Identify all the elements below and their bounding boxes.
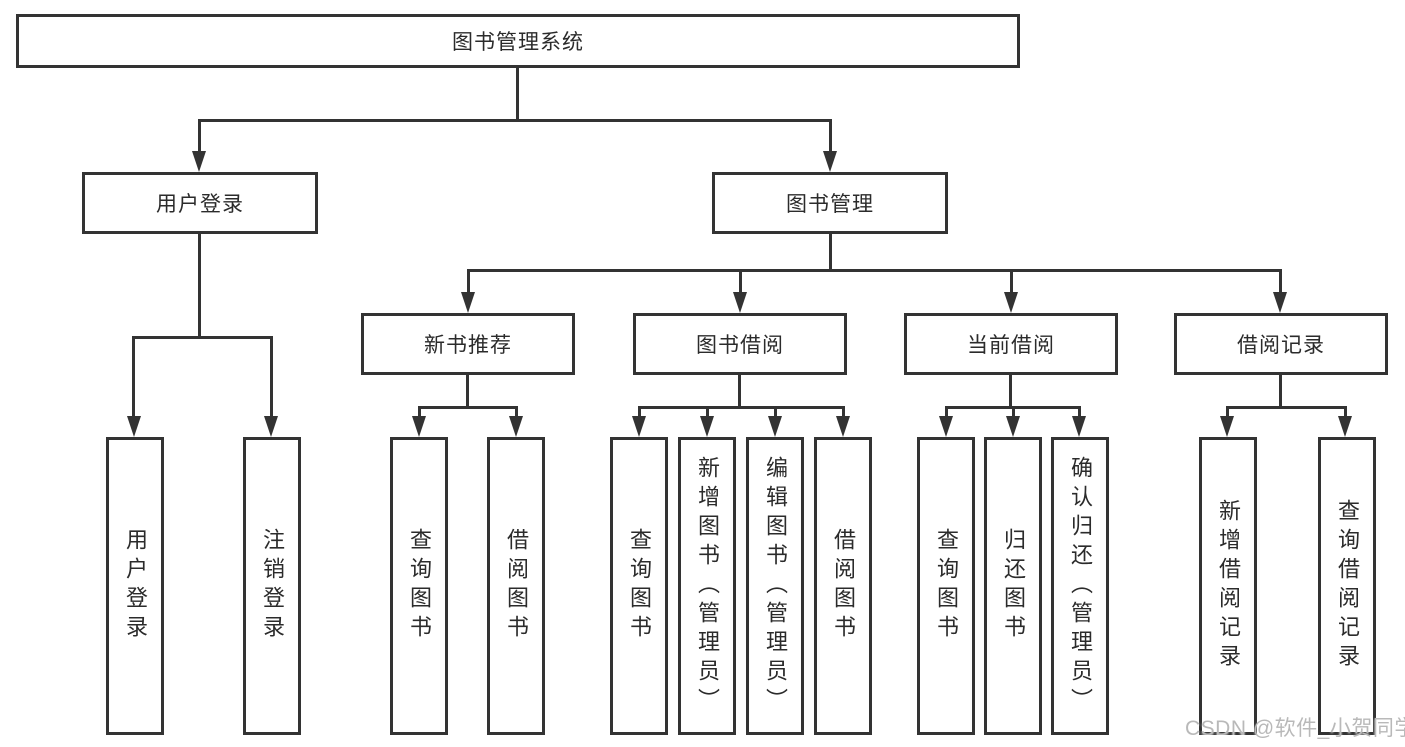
arrowhead-down-icon (1006, 416, 1020, 437)
node-library-management-system: 图书管理系统 (16, 14, 1020, 68)
connector-line (1010, 269, 1013, 295)
arrowhead-down-icon (1220, 416, 1234, 437)
node-label: 图书管理 (786, 193, 874, 216)
arrowhead-down-icon (412, 416, 426, 437)
connector-line (638, 406, 641, 421)
node-label: 借阅图书 (504, 528, 529, 644)
leaf-confirm-return-admin: 确认归还（管理员） (1051, 437, 1109, 735)
connector-line (1012, 406, 1015, 421)
connector-line (270, 336, 273, 420)
node-book-borrowing: 图书借阅 (633, 313, 847, 375)
connector-line (467, 269, 470, 295)
arrowhead-down-icon (700, 416, 714, 437)
leaf-user-login: 用户登录 (106, 437, 164, 735)
node-label: 借阅记录 (1237, 334, 1325, 357)
leaf-query-books-recommend: 查询图书 (390, 437, 448, 735)
node-label: 新增图书（管理员） (695, 455, 720, 717)
connector-line (1226, 406, 1229, 421)
connector-line (132, 336, 272, 339)
leaf-add-borrow-record: 新增借阅记录 (1199, 437, 1257, 735)
connector-line (738, 375, 741, 409)
node-user-login-group: 用户登录 (82, 172, 318, 234)
node-label: 用户登录 (123, 528, 148, 644)
arrowhead-down-icon (509, 416, 523, 437)
node-label: 借阅图书 (831, 528, 856, 644)
node-label: 查询图书 (407, 528, 432, 644)
arrowhead-down-icon (733, 292, 747, 313)
connector-line (638, 406, 845, 409)
node-label: 查询图书 (627, 528, 652, 644)
connector-line (774, 406, 777, 421)
arrowhead-down-icon (264, 416, 278, 437)
connector-line (467, 269, 1282, 272)
arrowhead-down-icon (1004, 292, 1018, 313)
node-label: 用户登录 (156, 193, 244, 216)
connector-line (1279, 375, 1282, 409)
leaf-query-books-current: 查询图书 (917, 437, 975, 735)
connector-line (706, 406, 709, 421)
leaf-return-books: 归还图书 (984, 437, 1042, 735)
connector-line (418, 406, 421, 421)
arrowhead-down-icon (632, 416, 646, 437)
leaf-query-books-borrowing: 查询图书 (610, 437, 668, 735)
arrowhead-down-icon (1338, 416, 1352, 437)
connector-line (829, 119, 832, 155)
node-label: 注销登录 (260, 528, 285, 644)
leaf-borrow-books-borrowing: 借阅图书 (814, 437, 872, 735)
node-label: 确认归还（管理员） (1068, 455, 1093, 717)
node-label: 新书推荐 (424, 334, 512, 357)
csdn-watermark: CSDN @软件_小贺同学 (1185, 717, 1405, 740)
connector-line (1078, 406, 1081, 421)
leaf-edit-book-admin: 编辑图书（管理员） (746, 437, 804, 735)
leaf-logout: 注销登录 (243, 437, 301, 735)
connector-line (418, 406, 518, 409)
connector-line (1226, 406, 1347, 409)
connector-line (515, 406, 518, 421)
arrowhead-down-icon (836, 416, 850, 437)
connector-line (1279, 269, 1282, 295)
connector-line (945, 406, 948, 421)
arrowhead-down-icon (823, 151, 837, 172)
node-label: 图书借阅 (696, 334, 784, 357)
arrowhead-down-icon (192, 151, 206, 172)
arrowhead-down-icon (1072, 416, 1086, 437)
node-book-management: 图书管理 (712, 172, 948, 234)
node-label: 归还图书 (1001, 528, 1026, 644)
connector-line (516, 68, 519, 121)
connector-line (739, 269, 742, 295)
connector-line (198, 119, 201, 155)
connector-line (198, 119, 832, 122)
node-label: 查询图书 (934, 528, 959, 644)
leaf-add-book-admin: 新增图书（管理员） (678, 437, 736, 735)
connector-line (1009, 375, 1012, 409)
node-label: 新增借阅记录 (1216, 499, 1241, 673)
arrowhead-down-icon (127, 416, 141, 437)
leaf-borrow-books-recommend: 借阅图书 (487, 437, 545, 735)
leaf-query-borrow-record: 查询借阅记录 (1318, 437, 1376, 735)
arrowhead-down-icon (1273, 292, 1287, 313)
arrowhead-down-icon (939, 416, 953, 437)
connector-line (842, 406, 845, 421)
node-borrowing-records: 借阅记录 (1174, 313, 1388, 375)
node-label: 编辑图书（管理员） (763, 455, 788, 717)
node-label: 图书管理系统 (452, 31, 584, 54)
connector-line (198, 234, 201, 339)
connector-line (829, 234, 832, 272)
node-new-book-recommend: 新书推荐 (361, 313, 575, 375)
arrowhead-down-icon (768, 416, 782, 437)
connector-line (1344, 406, 1347, 421)
node-current-borrowing: 当前借阅 (904, 313, 1118, 375)
connector-line (132, 336, 135, 420)
arrowhead-down-icon (461, 292, 475, 313)
node-label: 查询借阅记录 (1335, 499, 1360, 673)
connector-line (466, 375, 469, 409)
node-label: 当前借阅 (967, 334, 1055, 357)
